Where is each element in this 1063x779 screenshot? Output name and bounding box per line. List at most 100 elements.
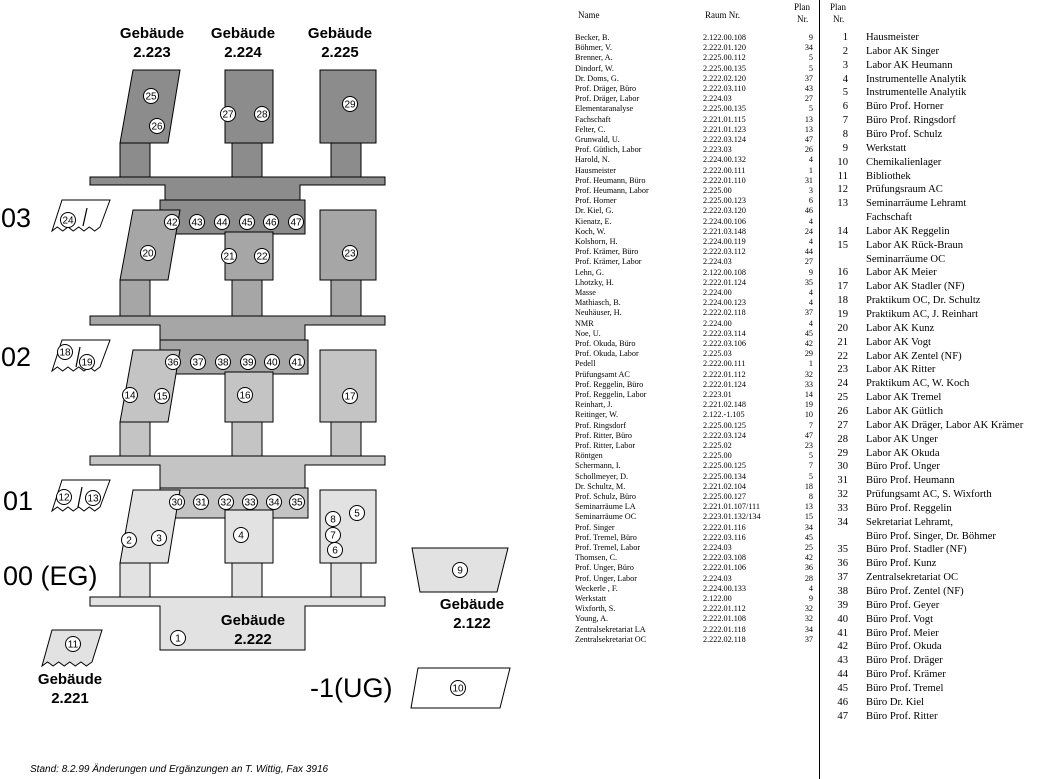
index-room: 2.221.03.148 xyxy=(703,226,746,236)
index-name: Elementaranalyse xyxy=(575,104,634,114)
legend-description: Labor AK Heumann xyxy=(866,59,953,71)
legend-description: Büro Prof. Horner xyxy=(866,101,944,113)
building-2225-floor-01 xyxy=(319,349,377,423)
room-marker: 22 xyxy=(256,252,268,263)
index-plan: 4 xyxy=(808,237,813,246)
index-room: 2.223.03 xyxy=(703,145,732,155)
index-room: 2.225.00 xyxy=(703,451,732,461)
legend-number: 37 xyxy=(837,572,848,584)
room-marker: 26 xyxy=(151,122,163,133)
index-room: 2.225.00.135 xyxy=(703,104,746,114)
corridor-floor-03 xyxy=(89,176,386,201)
room-marker-circle xyxy=(189,214,205,230)
index-plan: 27 xyxy=(804,257,813,267)
legend-number: 12 xyxy=(837,184,848,196)
index-plan: 24 xyxy=(804,226,813,236)
index-room: 2.222.01.120 xyxy=(703,43,746,53)
room-marker: 45 xyxy=(241,218,253,229)
index-plan: 8 xyxy=(808,492,813,501)
index-name: Prof. Unger, Labor xyxy=(575,573,637,583)
index-name: Neuhäuser, H. xyxy=(575,308,622,318)
building-2223-floor-02 xyxy=(119,209,181,281)
room-marker-circle xyxy=(452,562,468,578)
legend-description: Labor AK Meier xyxy=(866,267,937,279)
legend-number: 30 xyxy=(837,461,848,473)
index-room: 2.221.01.107/111 xyxy=(703,502,760,512)
room-marker: 44 xyxy=(216,218,228,229)
connector-2224-00 xyxy=(231,562,263,598)
index-room: 2.222.01.106 xyxy=(703,563,746,573)
index-name: Seminarräume LA xyxy=(575,502,636,512)
legend-number: 45 xyxy=(837,682,848,694)
index-plan: 37 xyxy=(804,634,813,644)
index-plan: 5 xyxy=(808,451,813,461)
connector-2225-03 xyxy=(330,142,362,178)
building-2221-floor-03 xyxy=(51,199,111,233)
legend-number: 47 xyxy=(837,710,848,722)
legend-number: 21 xyxy=(837,336,848,348)
index-plan: 28 xyxy=(804,573,813,583)
index-plan: 26 xyxy=(804,145,813,155)
legend-number: 31 xyxy=(837,475,848,487)
index-plan: 9 xyxy=(808,267,813,277)
legend-number: 1 xyxy=(842,32,848,43)
legend-number: 24 xyxy=(837,378,848,390)
legend-description: Werkstatt xyxy=(866,142,907,154)
index-name: Prof. Tremel, Büro xyxy=(575,532,637,542)
index-plan: 13 xyxy=(804,114,813,124)
index-name: Seminarräume OC xyxy=(575,512,637,522)
legend-description: Labor AK Unger xyxy=(866,433,938,445)
room-marker-circle xyxy=(143,88,159,104)
room-marker: 38 xyxy=(217,358,229,369)
legend-description: Prüfungsamt AC, S. Wixforth xyxy=(866,489,992,501)
room-marker: 43 xyxy=(191,218,203,229)
floor-label-00: 00 (EG) xyxy=(3,561,98,591)
index-name: Prof. Dräger, Büro xyxy=(575,84,637,93)
legend-number: 39 xyxy=(837,599,848,611)
index-room: 2.222.03.120 xyxy=(703,206,746,216)
index-name: Koch, W. xyxy=(575,226,606,236)
index-plan: 9 xyxy=(808,594,813,603)
index-plan: 47 xyxy=(804,430,813,440)
room-marker-circle xyxy=(165,354,181,370)
index-name: Prof. Tremel, Labor xyxy=(575,543,641,552)
index-plan: 29 xyxy=(804,349,813,359)
index-plan: 34 xyxy=(804,43,813,53)
index-room: 2.224.00.106 xyxy=(703,216,746,226)
legend-description: Sekretariat Lehramt, xyxy=(866,516,954,528)
room-marker: 10 xyxy=(452,684,464,695)
room-marker: 40 xyxy=(266,358,278,369)
index-plan: 42 xyxy=(804,553,813,563)
legend-number: 41 xyxy=(837,627,848,639)
room-marker-circle xyxy=(239,214,255,230)
room-marker-circle xyxy=(254,248,270,264)
room-marker-circle xyxy=(140,245,156,261)
index-plan: 37 xyxy=(804,73,813,83)
index-plan: 34 xyxy=(804,522,813,532)
index-plan: 46 xyxy=(804,206,813,216)
index-plan: 4 xyxy=(808,583,813,593)
index-name: Prof. Krämer, Büro xyxy=(575,247,639,257)
legend-number: 23 xyxy=(837,364,848,376)
index-name: Fachschaft xyxy=(575,114,611,124)
legend-number: 44 xyxy=(837,669,848,681)
room-marker-circle xyxy=(214,214,230,230)
index-name: Weckerle , F. xyxy=(575,583,618,593)
index-plan: 45 xyxy=(804,328,813,338)
room-marker-circle xyxy=(121,532,137,548)
index-name: Zentralsekretariat LA xyxy=(575,624,646,634)
index-plan: 1 xyxy=(808,165,813,175)
room-marker: 6 xyxy=(332,546,338,557)
legend-number: 25 xyxy=(837,392,848,404)
legend-number: 27 xyxy=(837,419,848,431)
index-name: Mathiasch, B. xyxy=(575,298,621,308)
legend-number: 13 xyxy=(837,198,848,210)
legend-description: Büro Prof. Dräger xyxy=(866,655,943,667)
legend-description: Büro Prof. Heumann xyxy=(866,475,955,487)
index-name: Schollmeyer, D. xyxy=(575,471,629,481)
index-room: 2.221.02.148 xyxy=(703,400,746,410)
room-marker: 39 xyxy=(242,358,254,369)
index-room: 2.222.01.124 xyxy=(703,277,746,287)
index-name: Böhmer, V. xyxy=(575,43,612,53)
index-room: 2.122.00.108 xyxy=(703,267,746,277)
